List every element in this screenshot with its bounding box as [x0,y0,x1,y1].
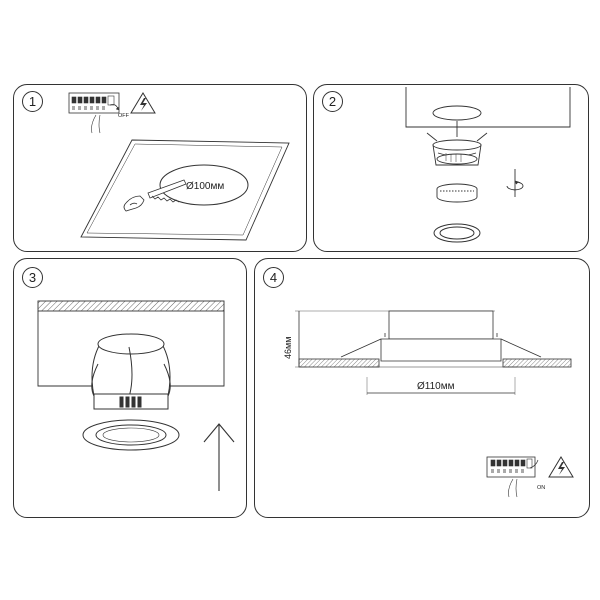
electric-hazard-icon [548,456,574,478]
step-1-panel: 1 OFF Ø100мм [13,84,307,252]
step-1-illustration: OFF Ø100мм [68,92,290,241]
height-dimension-label: 46мм [283,337,293,359]
hole-saw-icon [123,179,187,212]
step-4-panel: 4 46мм Ø110мм [254,258,590,518]
rotate-icon [506,169,524,197]
power-switch-icon [68,92,120,134]
light-fixture-housing [82,333,180,451]
step-number: 1 [22,91,43,112]
up-arrow-icon [203,423,235,491]
switch-state-label: ON [537,485,545,491]
electric-hazard-icon [130,92,156,114]
step-2-illustration [405,87,571,243]
hole-diameter-label: Ø100мм [186,181,224,192]
step-3-panel: 3 [13,258,247,518]
step-number: 3 [22,267,43,288]
switch-state-label: OFF [118,113,130,119]
cutout-circle [159,164,249,206]
section-view [295,310,572,395]
ceiling-board [80,139,290,241]
step-number: 2 [322,91,343,112]
step-number: 4 [263,267,284,288]
power-switch-icon [486,456,539,498]
step-3-illustration [37,300,235,491]
light-fixture-housing [426,105,488,166]
diameter-dimension-label: Ø110мм [417,381,455,392]
led-module [436,183,478,203]
trim-ring [433,223,481,243]
ceiling-section [405,87,571,128]
step-4-illustration: 46мм Ø110мм ON [283,310,574,498]
step-2-panel: 2 [313,84,589,252]
